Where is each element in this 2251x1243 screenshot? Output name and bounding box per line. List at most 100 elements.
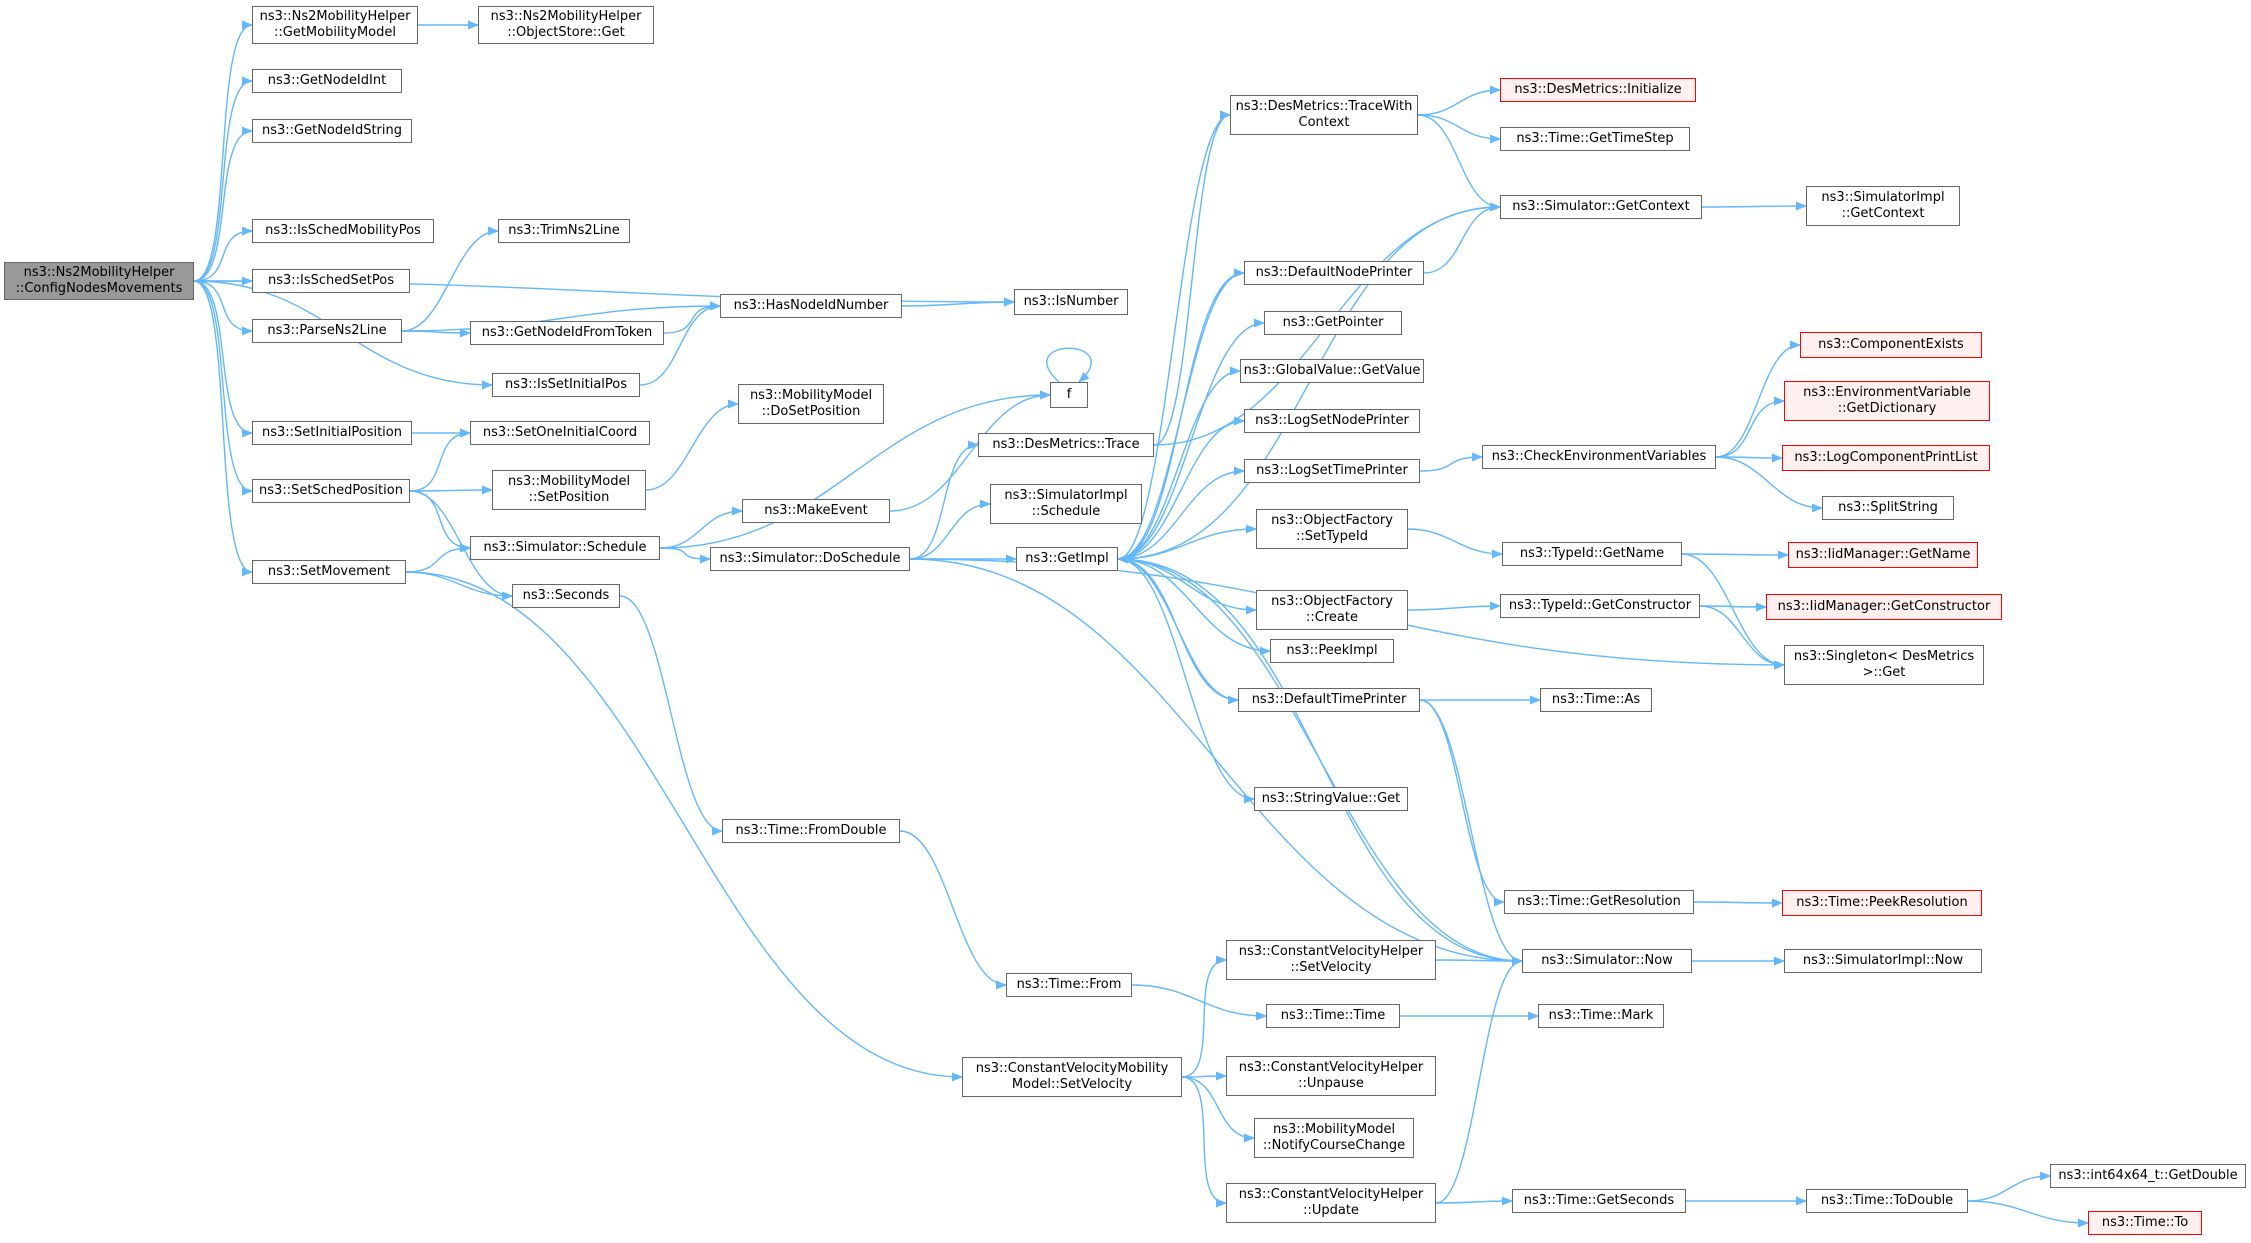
node-label: ns3::LogSetTimePrinter: [1256, 463, 1408, 478]
node-time-as[interactable]: ns3::Time::As: [1540, 688, 1652, 712]
node-get-node-id-string[interactable]: ns3::GetNodeIdString: [252, 119, 412, 143]
node-parse-ns2-line[interactable]: ns3::ParseNs2Line: [252, 319, 402, 343]
node-iid-manager-get-name[interactable]: ns3::IidManager::GetName: [1788, 542, 1978, 568]
node-label: ns3::TypeId::GetName: [1519, 546, 1665, 561]
node-set-sched-position[interactable]: ns3::SetSchedPosition: [252, 479, 410, 503]
node-time-to[interactable]: ns3::Time::To: [2088, 1211, 2202, 1235]
node-label: ns3::DesMetrics::Initialize: [1514, 82, 1682, 97]
edge-sim-get-context-to-sim-impl-get-context: [1701, 201, 1808, 211]
node-time-get-seconds[interactable]: ns3::Time::GetSeconds: [1512, 1189, 1686, 1213]
node-singleton-get[interactable]: ns3::Singleton< DesMetrics >::Get: [1784, 645, 1984, 685]
node-label: ns3::DefaultNodePrinter: [1255, 265, 1413, 280]
node-label: ::DoSetPosition: [761, 404, 861, 419]
node-time-mark[interactable]: ns3::Time::Mark: [1538, 1004, 1664, 1028]
node-label: ns3::ComponentExists: [1818, 337, 1964, 352]
edge-has-node-id-number-to-is-number: [901, 297, 1016, 307]
node-set-movement[interactable]: ns3::SetMovement: [252, 560, 406, 584]
edge-cvh-set-velocity-to-sim-now: [1435, 956, 1524, 966]
edge-root-to-get-mobility-model: [193, 20, 254, 282]
edge-root-to-set-sched-position: [193, 280, 254, 496]
node-string-value-get[interactable]: ns3::StringValue::Get: [1254, 787, 1408, 811]
node-mm-do-set-position[interactable]: ns3::MobilityModel::DoSetPosition: [738, 384, 884, 424]
node-sim-get-context[interactable]: ns3::Simulator::GetContext: [1500, 195, 1702, 219]
node-env-var-get-dictionary[interactable]: ns3::EnvironmentVariable::GetDictionary: [1784, 381, 1990, 421]
node-f[interactable]: f: [1050, 382, 1088, 408]
edge-cvmm-set-velocity-to-cvh-update: [1181, 1076, 1228, 1208]
node-sim-impl-get-context[interactable]: ns3::SimulatorImpl::GetContext: [1806, 186, 1960, 226]
node-set-initial-position[interactable]: ns3::SetInitialPosition: [252, 421, 412, 445]
node-int64-get-double[interactable]: ns3::int64x64_t::GetDouble: [2050, 1164, 2246, 1188]
node-label: ns3::SplitString: [1838, 500, 1938, 515]
node-get-impl[interactable]: ns3::GetImpl: [1016, 547, 1118, 571]
node-set-one-initial-coord[interactable]: ns3::SetOneInitialCoord: [470, 421, 650, 445]
node-cvh-update[interactable]: ns3::ConstantVelocityHelper::Update: [1226, 1183, 1436, 1223]
node-time-peek-resolution[interactable]: ns3::Time::PeekResolution: [1782, 890, 1982, 916]
node-is-number[interactable]: ns3::IsNumber: [1014, 289, 1128, 315]
node-mm-notify-course-change[interactable]: ns3::MobilityModel::NotifyCourseChange: [1254, 1118, 1414, 1158]
node-label: ns3::DesMetrics::Trace: [992, 437, 1140, 452]
node-label: ns3::TypeId::GetConstructor: [1508, 598, 1692, 613]
node-sim-now[interactable]: ns3::Simulator::Now: [1522, 949, 1692, 973]
edge-type-id-get-name-to-iid-manager-get-name: [1681, 550, 1790, 560]
node-seconds[interactable]: ns3::Seconds: [512, 584, 620, 608]
node-label: f: [1066, 387, 1072, 402]
node-sim-impl-schedule[interactable]: ns3::SimulatorImpl::Schedule: [990, 484, 1142, 524]
edge-default-time-printer-to-sim-now: [1419, 699, 1524, 966]
node-time-from-double[interactable]: ns3::Time::FromDouble: [722, 819, 900, 843]
node-label: ::SetTypeId: [1295, 529, 1369, 544]
node-is-sched-mobility-pos[interactable]: ns3::IsSchedMobilityPos: [252, 219, 434, 243]
node-log-set-time-printer[interactable]: ns3::LogSetTimePrinter: [1244, 459, 1420, 483]
edge-default-time-printer-to-get-impl: [1116, 554, 1239, 701]
node-log-component-print-list[interactable]: ns3::LogComponentPrintList: [1782, 445, 1990, 471]
node-get-node-id-from-token[interactable]: ns3::GetNodeIdFromToken: [470, 321, 664, 345]
node-label: ns3::SetInitialPosition: [262, 425, 402, 440]
node-peek-impl[interactable]: ns3::PeekImpl: [1270, 639, 1394, 663]
node-iid-manager-get-constructor[interactable]: ns3::IidManager::GetConstructor: [1766, 594, 2002, 620]
node-log-set-node-printer[interactable]: ns3::LogSetNodePrinter: [1244, 409, 1420, 433]
node-sim-impl-now[interactable]: ns3::SimulatorImpl::Now: [1784, 949, 1982, 973]
node-is-set-initial-pos[interactable]: ns3::IsSetInitialPos: [492, 373, 640, 397]
node-sim-do-schedule[interactable]: ns3::Simulator::DoSchedule: [710, 547, 910, 571]
node-time-get-resolution[interactable]: ns3::Time::GetResolution: [1504, 890, 1694, 914]
node-trim-ns2-line[interactable]: ns3::TrimNs2Line: [498, 219, 630, 243]
node-time-to-double[interactable]: ns3::Time::ToDouble: [1806, 1189, 1968, 1213]
node-global-value-get-value[interactable]: ns3::GlobalValue::GetValue: [1240, 359, 1424, 383]
node-get-mobility-model[interactable]: ns3::Ns2MobilityHelper::GetMobilityModel: [252, 6, 418, 44]
node-get-node-id-int[interactable]: ns3::GetNodeIdInt: [252, 69, 402, 93]
node-cvh-unpause[interactable]: ns3::ConstantVelocityHelper::Unpause: [1226, 1056, 1436, 1096]
node-get-pointer[interactable]: ns3::GetPointer: [1264, 311, 1402, 335]
node-component-exists[interactable]: ns3::ComponentExists: [1800, 332, 1982, 358]
node-sim-schedule[interactable]: ns3::Simulator::Schedule: [470, 536, 660, 560]
node-cvh-set-velocity[interactable]: ns3::ConstantVelocityHelper::SetVelocity: [1226, 940, 1436, 980]
edge-check-env-vars-to-log-component-print-list: [1715, 453, 1784, 463]
node-object-store-get[interactable]: ns3::Ns2MobilityHelper::ObjectStore::Get: [478, 6, 654, 44]
node-check-env-vars[interactable]: ns3::CheckEnvironmentVariables: [1482, 445, 1716, 469]
edge-sim-schedule-to-f: [659, 390, 1052, 549]
node-split-string[interactable]: ns3::SplitString: [1822, 496, 1954, 520]
node-label: ns3::IsSetInitialPos: [504, 377, 628, 392]
node-time-time[interactable]: ns3::Time::Time: [1266, 1004, 1400, 1028]
edge-set-movement-to-cvmm-set-velocity: [405, 571, 964, 1082]
node-type-id-get-constructor[interactable]: ns3::TypeId::GetConstructor: [1500, 594, 1700, 618]
node-root[interactable]: ns3::Ns2MobilityHelper::ConfigNodesMovem…: [4, 262, 194, 300]
node-is-sched-set-pos[interactable]: ns3::IsSchedSetPos: [252, 269, 410, 293]
node-default-node-printer[interactable]: ns3::DefaultNodePrinter: [1244, 261, 1424, 285]
node-obj-factory-set-type-id[interactable]: ns3::ObjectFactory::SetTypeId: [1256, 509, 1408, 549]
node-label: ns3::IsSchedMobilityPos: [265, 223, 421, 238]
edge-set-sched-position-to-set-one-initial-coord: [409, 428, 472, 492]
node-des-metrics-initialize[interactable]: ns3::DesMetrics::Initialize: [1500, 78, 1696, 102]
node-mm-set-position[interactable]: ns3::MobilityModel::SetPosition: [492, 470, 646, 510]
node-type-id-get-name[interactable]: ns3::TypeId::GetName: [1502, 542, 1682, 566]
node-make-event[interactable]: ns3::MakeEvent: [742, 499, 890, 523]
edge-cvmm-set-velocity-to-cvh-set-velocity: [1181, 955, 1228, 1078]
node-time-from[interactable]: ns3::Time::From: [1006, 973, 1132, 997]
node-obj-factory-create[interactable]: ns3::ObjectFactory::Create: [1256, 590, 1408, 630]
node-des-metrics-trace[interactable]: ns3::DesMetrics::Trace: [978, 433, 1154, 457]
node-has-node-id-number[interactable]: ns3::HasNodeIdNumber: [720, 294, 902, 318]
node-default-time-printer[interactable]: ns3::DefaultTimePrinter: [1238, 688, 1420, 712]
node-label: ns3::DefaultTimePrinter: [1251, 692, 1407, 707]
edge-obj-factory-create-to-type-id-get-constructor: [1407, 601, 1502, 611]
node-time-get-time-step[interactable]: ns3::Time::GetTimeStep: [1500, 127, 1690, 151]
